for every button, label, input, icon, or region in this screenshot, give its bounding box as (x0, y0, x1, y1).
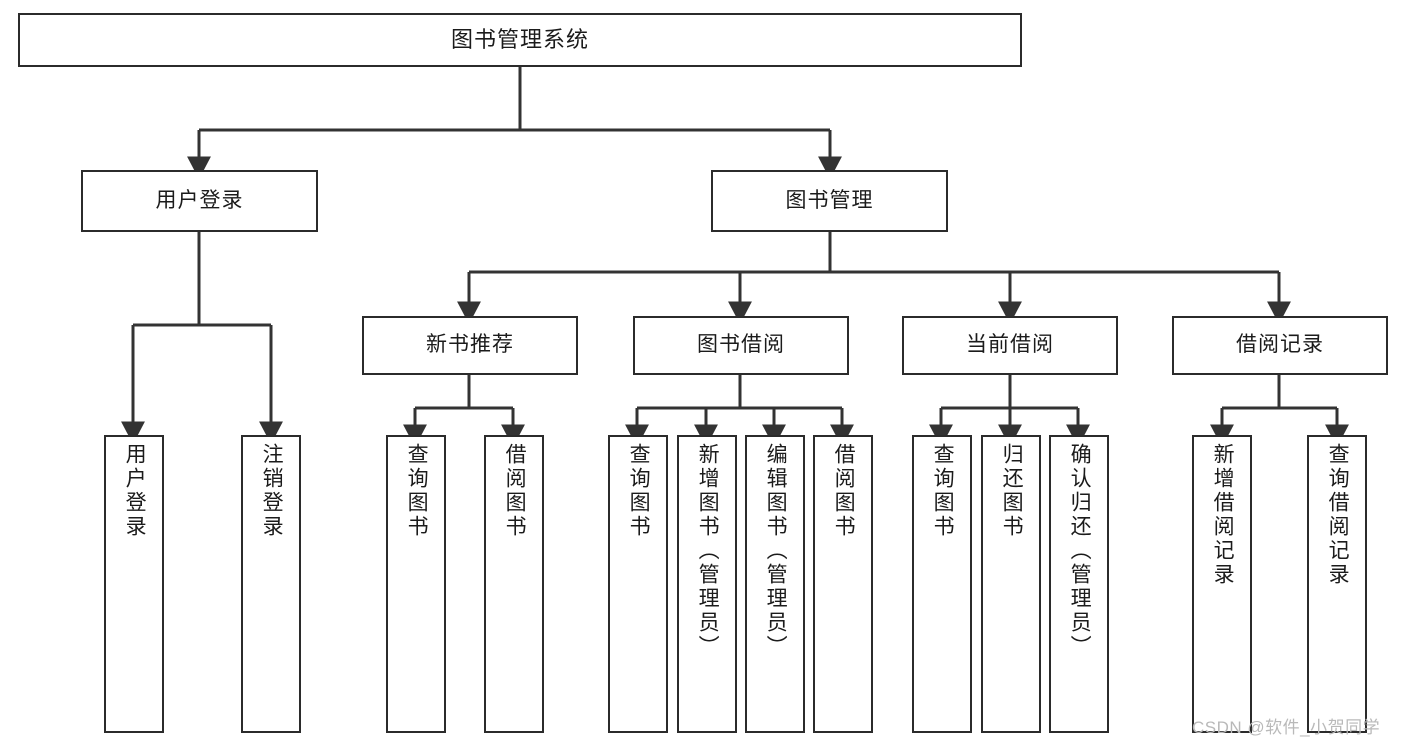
node-leaf-user-login[interactable]: 用户登录 (104, 435, 164, 733)
node-leaf-borrow-book-recommend-label: 借阅图书 (503, 443, 527, 539)
node-leaf-return-book[interactable]: 归还图书 (981, 435, 1041, 733)
node-leaf-add-borrow-record-label: 新增借阅记录 (1211, 443, 1235, 587)
node-leaf-query-book-recommend[interactable]: 查询图书 (386, 435, 446, 733)
node-current-borrow-label: 当前借阅 (966, 333, 1054, 357)
node-leaf-borrow-book-recommend[interactable]: 借阅图书 (484, 435, 544, 733)
node-leaf-edit-book-label: 编辑图书（管理员） (764, 443, 788, 659)
node-leaf-borrow-book[interactable]: 借阅图书 (813, 435, 873, 733)
node-new-book-recommend-label: 新书推荐 (426, 333, 514, 357)
node-leaf-query-borrow-record-label: 查询借阅记录 (1326, 443, 1350, 587)
node-leaf-user-login-label: 用户登录 (123, 443, 147, 539)
node-leaf-borrow-book-label: 借阅图书 (832, 443, 856, 539)
node-leaf-query-book-borrow-label: 查询图书 (627, 443, 651, 539)
node-leaf-add-book-label: 新增图书（管理员） (696, 443, 720, 659)
node-leaf-edit-book[interactable]: 编辑图书（管理员） (745, 435, 805, 733)
node-borrow-record-label: 借阅记录 (1236, 333, 1324, 357)
node-leaf-query-book-current-label: 查询图书 (931, 443, 955, 539)
node-current-borrow[interactable]: 当前借阅 (902, 316, 1118, 375)
node-user-login-label: 用户登录 (155, 188, 244, 212)
node-leaf-logout-label: 注销登录 (260, 443, 284, 539)
node-book-manage[interactable]: 图书管理 (711, 170, 948, 232)
node-book-borrow-label: 图书借阅 (697, 333, 785, 357)
node-book-borrow[interactable]: 图书借阅 (633, 316, 849, 375)
node-root-label: 图书管理系统 (450, 27, 589, 53)
node-leaf-query-book-recommend-label: 查询图书 (405, 443, 429, 539)
node-leaf-logout[interactable]: 注销登录 (241, 435, 301, 733)
node-leaf-query-book-current[interactable]: 查询图书 (912, 435, 972, 733)
node-new-book-recommend[interactable]: 新书推荐 (362, 316, 578, 375)
node-book-manage-label: 图书管理 (785, 188, 874, 212)
node-leaf-add-borrow-record[interactable]: 新增借阅记录 (1192, 435, 1252, 733)
node-leaf-return-book-label: 归还图书 (1000, 443, 1024, 539)
node-leaf-confirm-return[interactable]: 确认归还（管理员） (1049, 435, 1109, 733)
node-leaf-add-book[interactable]: 新增图书（管理员） (677, 435, 737, 733)
node-leaf-query-borrow-record[interactable]: 查询借阅记录 (1307, 435, 1367, 733)
node-user-login[interactable]: 用户登录 (81, 170, 318, 232)
node-borrow-record[interactable]: 借阅记录 (1172, 316, 1388, 375)
node-root[interactable]: 图书管理系统 (18, 13, 1022, 67)
node-leaf-confirm-return-label: 确认归还（管理员） (1068, 443, 1092, 659)
node-leaf-query-book-borrow[interactable]: 查询图书 (608, 435, 668, 733)
